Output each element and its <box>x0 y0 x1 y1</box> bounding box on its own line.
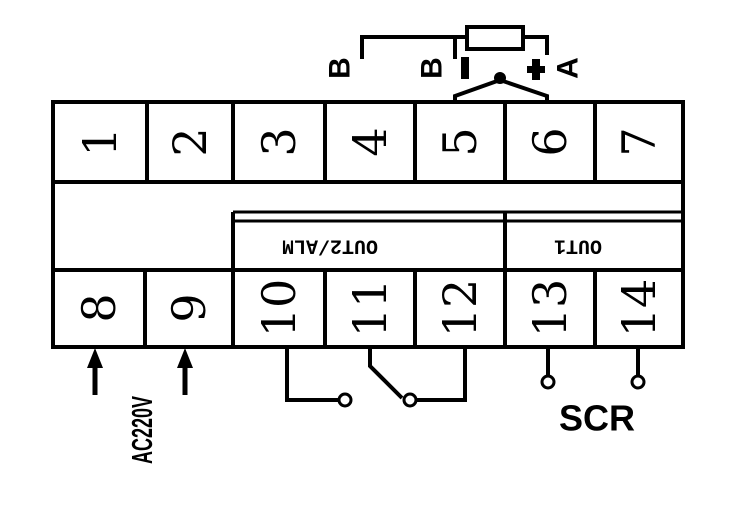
arrow-up-icon <box>177 348 193 368</box>
terminal-2: 2 <box>163 127 217 156</box>
terminal-13: 13 <box>523 279 577 338</box>
terminal-10: 10 <box>252 279 306 338</box>
terminal-1: 1 <box>73 127 127 156</box>
out2-alm-label: OUT2/ALM <box>282 234 378 257</box>
output-group-frame <box>233 210 683 223</box>
scr-terminal <box>540 374 556 390</box>
terminal-8: 8 <box>72 293 126 322</box>
relay-wiring <box>285 347 467 402</box>
sensor-b-label: B <box>324 57 357 79</box>
sensor-a-label: A <box>552 57 585 79</box>
plus-icon <box>527 59 545 80</box>
terminal-12: 12 <box>433 279 487 338</box>
terminal-14: 14 <box>612 279 666 338</box>
terminal-6: 6 <box>523 127 577 156</box>
relay-contact <box>402 392 418 408</box>
scr-label: SCR <box>559 398 635 439</box>
resistor-symbol <box>465 25 525 51</box>
terminal-5: 5 <box>433 127 487 156</box>
terminal-9: 9 <box>162 293 216 322</box>
terminal-11: 11 <box>343 279 397 338</box>
minus-icon <box>461 57 469 79</box>
sensor-b-label: B <box>416 57 449 79</box>
scr-terminal <box>630 374 646 390</box>
terminal-7: 7 <box>612 127 666 156</box>
relay-contact <box>337 392 353 408</box>
junction-dot <box>494 72 506 84</box>
power-label: AC220V <box>127 396 159 464</box>
sensor-wiring <box>360 25 549 102</box>
out1-label: OUT1 <box>554 234 602 257</box>
bottom-cell-dividers <box>143 212 597 347</box>
terminal-4: 4 <box>343 127 397 156</box>
arrow-up-icon <box>87 348 103 368</box>
terminal-3: 3 <box>252 127 306 156</box>
top-cell-dividers <box>145 102 597 182</box>
